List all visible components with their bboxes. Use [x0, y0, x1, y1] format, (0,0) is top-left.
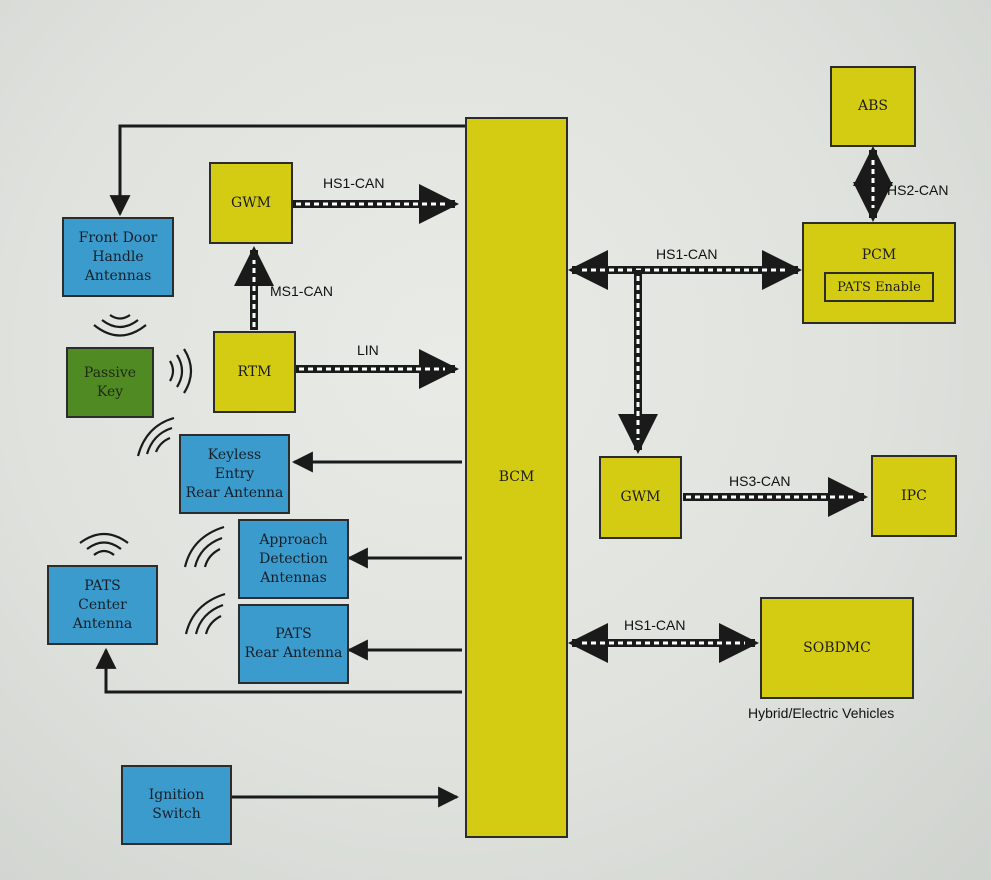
sobdmc-caption: Hybrid/Electric Vehicles	[748, 705, 895, 721]
pats-enable-label: PATS Enable	[837, 279, 921, 295]
pcm-label: PCM	[861, 247, 897, 263]
keyless-wave-icon	[136, 416, 175, 457]
bus-bcm-pcm	[568, 250, 802, 454]
passive-key-label: Passive Key	[83, 364, 137, 400]
pats-center-wave-icon	[79, 532, 129, 556]
approach-detection-label: Approach Detection Antennas	[259, 531, 328, 586]
bus-label-rtm-bcm: LIN	[357, 342, 379, 358]
pats-rear-antenna: PATS Rear Antenna	[238, 604, 349, 684]
bus-label-rtm-gwm: MS1-CAN	[270, 283, 334, 299]
rtm-module: RTM	[213, 331, 296, 413]
bcm-label: BCM	[498, 469, 535, 485]
gwm-top-label: GWM	[231, 194, 271, 211]
rtm-label: RTM	[237, 363, 272, 380]
ignition-switch: Ignition Switch	[121, 765, 232, 845]
sobdmc-module: SOBDMC	[760, 597, 914, 699]
keyless-entry-antenna: Keyless Entry Rear Antenna	[179, 434, 290, 514]
front-door-antennas: Front Door Handle Antennas	[62, 217, 174, 297]
gwm-top-module: GWM	[209, 162, 293, 244]
passive-key: Passive Key	[66, 347, 154, 418]
approach-detection-antennas: Approach Detection Antennas	[238, 519, 349, 599]
gwm-right-module: GWM	[599, 456, 682, 539]
ignition-label: Ignition Switch	[148, 787, 205, 822]
approach-wave-icon	[183, 525, 225, 568]
abs-label: ABS	[858, 98, 888, 114]
ipc-label: IPC	[901, 487, 927, 504]
bus-label-abs-pcm: HS2-CAN	[887, 182, 949, 198]
abs-module: ABS	[830, 66, 916, 147]
sobdmc-label: SOBDMC	[803, 639, 871, 656]
wire-bcm-front-door	[109, 124, 465, 217]
pats-center-antenna: PATS Center Antenna	[47, 565, 158, 645]
bcm-module: BCM	[465, 117, 568, 838]
bus-label-gwm-ipc: HS3-CAN	[729, 473, 791, 489]
passive-key-wave-icon	[169, 348, 193, 394]
gwm-right-label: GWM	[620, 489, 661, 505]
bus-label-bcm-sobdmc: HS1-CAN	[624, 617, 686, 633]
wire-bcm-pats-center	[95, 647, 462, 694]
pats-rear-wave-icon	[184, 592, 226, 635]
pats-enable-box: PATS Enable	[824, 272, 934, 302]
pats-rear-label: PATS Rear Antenna	[244, 626, 343, 661]
pcm-module: PCM PATS Enable	[802, 222, 956, 324]
front-door-label: Front Door Handle Antennas	[78, 229, 158, 284]
bus-label-bcm-pcm: HS1-CAN	[656, 246, 718, 262]
front-door-wave-icon	[93, 314, 147, 337]
ipc-module: IPC	[871, 455, 957, 537]
pats-center-label: PATS Center Antenna	[72, 577, 133, 632]
bus-label-gwm-bcm: HS1-CAN	[323, 175, 385, 191]
keyless-entry-label: Keyless Entry Rear Antenna	[185, 446, 284, 501]
